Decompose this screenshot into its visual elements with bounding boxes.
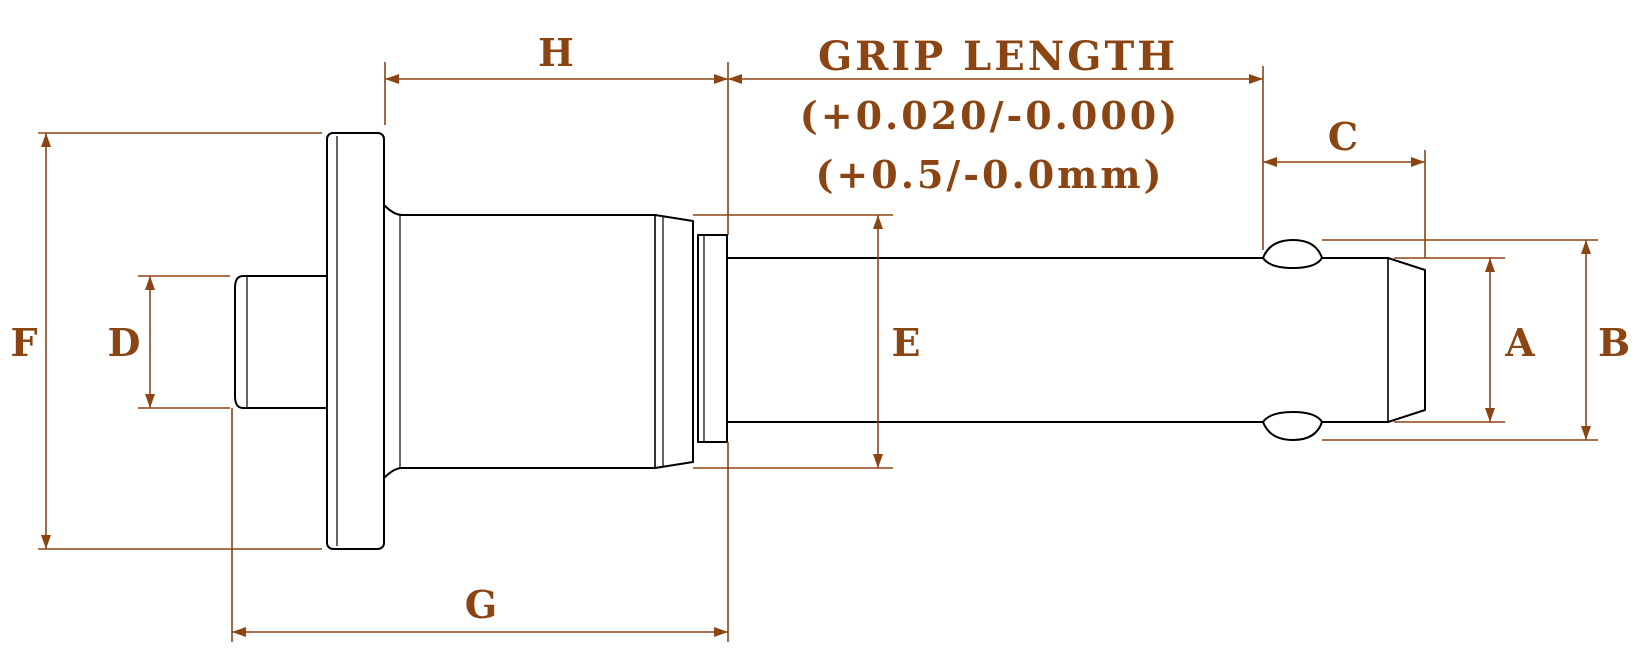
label-b: B <box>1598 320 1630 365</box>
label-d: D <box>108 320 141 365</box>
dimension-grip-length: GRIP LENGTH (+0.020/-0.000) (+0.5/-0.0mm… <box>728 33 1264 250</box>
fastener-part <box>234 132 1426 550</box>
upper-locking-ball <box>1262 239 1323 269</box>
flange <box>326 132 385 550</box>
rear-stub <box>234 275 328 409</box>
pin-shank <box>726 257 1426 423</box>
sleeve-body <box>383 204 694 479</box>
dimension-h: H <box>384 30 729 235</box>
label-a: A <box>1504 320 1535 365</box>
label-grip-length: GRIP LENGTH <box>818 33 1178 80</box>
label-g: G <box>465 582 497 627</box>
label-f: F <box>11 320 38 365</box>
dimension-b: B <box>1322 239 1630 441</box>
dimension-f: F <box>11 132 322 550</box>
dimension-d: D <box>108 275 230 409</box>
label-tolerance-mm: (+0.5/-0.0mm) <box>815 152 1164 197</box>
collar <box>697 234 728 443</box>
label-e: E <box>892 320 921 365</box>
label-tolerance-inch: (+0.020/-0.000) <box>800 93 1180 138</box>
dimension-a: A <box>1394 257 1535 423</box>
dimension-lines: H GRIP LENGTH (+0.020/-0.000) (+0.5/-0.0… <box>11 30 1630 642</box>
label-h: H <box>538 30 574 75</box>
dimension-e: E <box>693 214 921 469</box>
dimension-c: C <box>1263 114 1426 258</box>
label-c: C <box>1328 114 1358 159</box>
lower-locking-ball <box>1262 411 1323 441</box>
dimension-g: G <box>231 408 729 642</box>
